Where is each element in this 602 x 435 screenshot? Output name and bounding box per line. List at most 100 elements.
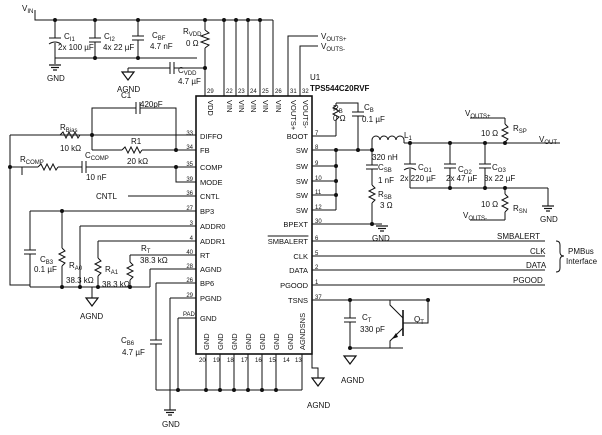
- ic-pin-label: VDD: [206, 100, 215, 116]
- capacitor-co1: CO1 2x 220 µF: [400, 163, 436, 188]
- co3-value: 3x 22 µF: [484, 174, 515, 183]
- pgood-net-label: PGOOD: [513, 276, 543, 285]
- cb6-ref: CB6: [121, 336, 135, 347]
- thermal-agnd-label: AGND: [341, 376, 364, 385]
- rb-ref: RB: [333, 104, 343, 115]
- right-pins: 7BOOT8SW9SW10SW11SW12SW30BPEXT6SMBALERT5…: [267, 131, 322, 305]
- resistor-rt: RT 38.3 kΩ: [125, 244, 168, 287]
- ic-pin-number: 11: [315, 190, 322, 196]
- rsb-value: 3 Ω: [380, 201, 393, 210]
- ic-pin-label: VIN: [237, 100, 246, 113]
- output-gnd-label: GND: [540, 215, 558, 224]
- ic-pin-label: RT: [200, 251, 210, 260]
- resistor-rcomp: RCOMP: [20, 155, 59, 172]
- ic-pin-label: VIN: [274, 100, 283, 113]
- r1-ref: R1: [131, 137, 142, 146]
- ci1-value: 2x 100 µF: [58, 43, 94, 52]
- ic-pin-number: 7: [315, 131, 319, 137]
- ic-pin-number: 20: [199, 358, 206, 364]
- ic-pin-label: BP3: [200, 207, 214, 216]
- ic-pin-number: 33: [186, 131, 193, 137]
- capacitor-cb3: CB3 0.1 µF: [24, 249, 57, 287]
- agnd-symbol: [121, 71, 135, 81]
- data-net-label: DATA: [526, 261, 547, 270]
- ic-pin-label: BPEXT: [283, 220, 308, 229]
- capacitor-co3: CO3 3x 22 µF: [479, 163, 515, 188]
- pmbus-label-line1: PMBus: [568, 247, 594, 256]
- ic-pin-number: 2: [315, 265, 319, 271]
- agnd-symbol: [85, 297, 99, 307]
- ic-pin-label: VOUTS-: [301, 100, 310, 129]
- ic-pin-label: FB: [200, 146, 210, 155]
- ic-pin-number: 37: [315, 295, 322, 301]
- capacitor-csb: CSB 1 nF: [366, 163, 394, 185]
- ic-pin-label: DATA: [289, 266, 308, 275]
- ic-pin-number: 19: [213, 358, 220, 364]
- ic-pin-number: 35: [186, 162, 193, 168]
- vout-label: VOUT: [539, 135, 557, 146]
- ct-value: 330 pF: [360, 325, 385, 334]
- capacitor-co2: CO2 2x 47 µF: [444, 163, 477, 188]
- resistor-rb: RB 0 Ω: [331, 103, 346, 136]
- ic-pin-label: SW: [296, 146, 309, 155]
- cb3-ref: CB3: [40, 255, 54, 266]
- ra1-ref: RA1: [105, 265, 119, 276]
- config-section: CB3 0.1 µF RA0 38.3 kΩ RA1 38.3 kΩ RT 38…: [24, 209, 196, 410]
- co1-value: 2x 220 µF: [400, 174, 436, 183]
- ic-pin-label: SMBALERT: [268, 237, 309, 246]
- ic-pin-label: CNTL: [200, 192, 220, 201]
- smbalert-net-label: SMBALERT: [497, 232, 540, 241]
- pmbus-brace: [555, 240, 565, 273]
- ground-symbol: [541, 205, 555, 212]
- ci2-ref: CI2: [104, 32, 115, 43]
- capacitor-ci1: CI1 2x 100 µF: [48, 32, 94, 64]
- rvdd-value: 0 Ω: [186, 39, 199, 48]
- co3-ref: CO3: [492, 163, 506, 174]
- ic-pin-number: 34: [186, 145, 193, 151]
- rt-value: 38.3 kΩ: [140, 256, 168, 265]
- ic-pin-number: 31: [290, 89, 297, 95]
- cntl-net-label: CNTL: [96, 192, 117, 201]
- resistor-rsn: RSN 10 Ω: [481, 188, 527, 220]
- ic-pin-label: GND: [244, 333, 253, 350]
- snubber-gnd-label: GND: [372, 234, 390, 243]
- capacitor-cb: CB 0.1 µF: [352, 103, 385, 150]
- ic-pin-label: VOUTS+: [289, 100, 298, 131]
- ic-pin-number: 25: [262, 89, 269, 95]
- ic-pin-label: COMP: [200, 163, 223, 172]
- capacitor-cb6: CB6 4.7 µF: [121, 336, 162, 390]
- config-agnd-label: AGND: [80, 312, 103, 321]
- ccomp-ref: CCOMP: [85, 151, 109, 162]
- ic-pin-number: 4: [190, 236, 194, 242]
- co2-value: 2x 47 µF: [446, 174, 477, 183]
- rsn-value: 10 Ω: [481, 200, 498, 209]
- vouts-minus-top: VOUTS-: [321, 42, 345, 53]
- capacitor-ci2: CI2 4x 22 µF: [89, 32, 134, 58]
- rsp-value: 10 Ω: [481, 129, 498, 138]
- ic-pin-number: 40: [186, 250, 193, 256]
- ic-pin-label: BP6: [200, 279, 214, 288]
- ic-pin-label: GND: [272, 333, 281, 350]
- ic-pin-number: 10: [315, 176, 322, 182]
- ic-pin-number: 9: [315, 161, 319, 167]
- ic-pin-number: 24: [250, 89, 257, 95]
- ic-pin-label: GND: [216, 333, 225, 350]
- vouts-minus-rsn: VOUTS-: [463, 211, 487, 222]
- ic-pin-label: AGNDSNS: [298, 313, 307, 350]
- cbf-ref: CBF: [152, 31, 166, 42]
- r1-value: 20 kΩ: [127, 157, 148, 166]
- ic-pin-number: 8: [315, 145, 319, 151]
- ra1-value: 38.3 kΩ: [102, 280, 130, 289]
- ic-pin-label: TSNS: [288, 296, 308, 305]
- cvdd-value: 4.7 µF: [178, 77, 201, 86]
- resistor-rsb: RSB 3 Ω: [367, 184, 393, 224]
- ic-pin-number: 26: [275, 89, 282, 95]
- csb-value: 1 nF: [378, 176, 394, 185]
- l1-value: 320 nH: [372, 153, 398, 162]
- ground-symbol: [375, 225, 389, 232]
- clk-net-label: CLK: [530, 247, 546, 256]
- pad-label: PAD: [183, 312, 196, 318]
